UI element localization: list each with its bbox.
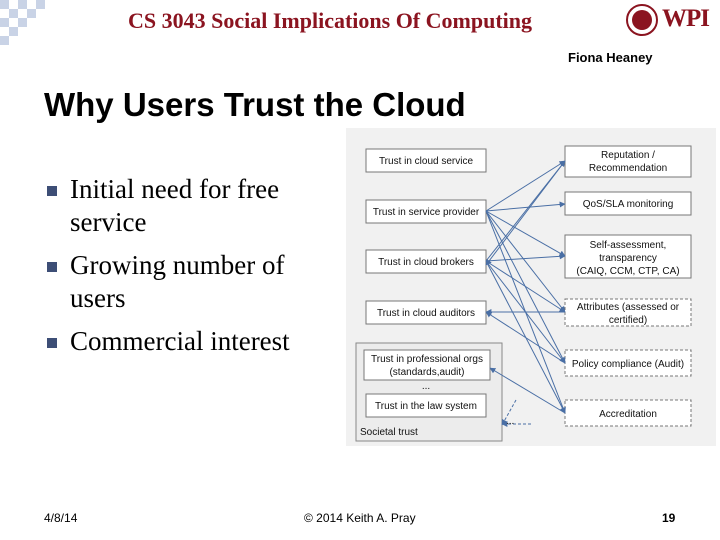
label-standards-audit: (standards,audit) [389,367,464,378]
label-qos-monitoring: QoS/SLA monitoring [583,199,674,210]
label-trust-cloud-service: Trust in cloud service [379,156,474,167]
label-reputation: Reputation / [601,150,655,161]
page-number: 19 [662,511,676,525]
bullet-list: Initial need for free service Growing nu… [44,173,344,368]
label-trust-professional-orgs: Trust in professional orgs [371,354,483,365]
label-trust-cloud-auditors: Trust in cloud auditors [377,308,475,319]
wpi-logo: WPI [626,4,716,38]
box-reputation [564,145,692,178]
box-trust-cloud-service [365,148,487,173]
box-attributes [564,298,692,327]
wpi-seal-icon [626,4,658,36]
label-trust-service-provider: Trust in service provider [373,207,480,218]
bullet-square-icon [47,338,57,348]
label-ellipsis: ... [422,381,430,392]
bullet-item: Initial need for free service [44,173,344,239]
box-self-assessment [564,234,692,279]
label-recommendation: Recommendation [589,163,667,174]
bullet-item: Growing number of users [44,249,344,315]
corner-decoration [0,0,60,50]
label-attributes: Attributes (assessed or [577,302,680,313]
box-trust-law-system [365,393,487,418]
trust-diagram: Trust in cloud service Trust in service … [346,128,716,446]
box-policy-compliance [564,349,692,377]
bullet-square-icon [47,186,57,196]
label-societal-trust: Societal trust [360,427,418,438]
wpi-logo-text: WPI [662,5,710,32]
footer-copyright: © 2014 Keith A. Pray [304,511,416,525]
label-transparency: transparency [599,253,657,264]
label-certified: certified) [609,315,647,326]
box-trust-professional-orgs [363,349,491,381]
slide-title: Why Users Trust the Cloud [44,86,466,123]
footer-date: 4/8/14 [44,511,78,525]
label-policy-compliance: Policy compliance (Audit) [572,359,684,370]
bullet-square-icon [47,262,57,272]
label-self-assessment: Self-assessment, [590,240,667,251]
label-caiq: (CAIQ, CCM, CTP, CA) [576,266,679,277]
label-trust-law-system: Trust in the law system [375,401,477,412]
trust-arrows [485,160,566,414]
label-dashed-ellipsis: ... [506,416,514,427]
author-name: Fiona Heaney [568,50,653,65]
label-trust-cloud-brokers: Trust in cloud brokers [378,257,474,268]
course-title: CS 3043 Social Implications Of Computing [128,8,532,33]
bullet-item: Commercial interest [44,325,344,358]
label-accreditation: Accreditation [599,409,657,420]
